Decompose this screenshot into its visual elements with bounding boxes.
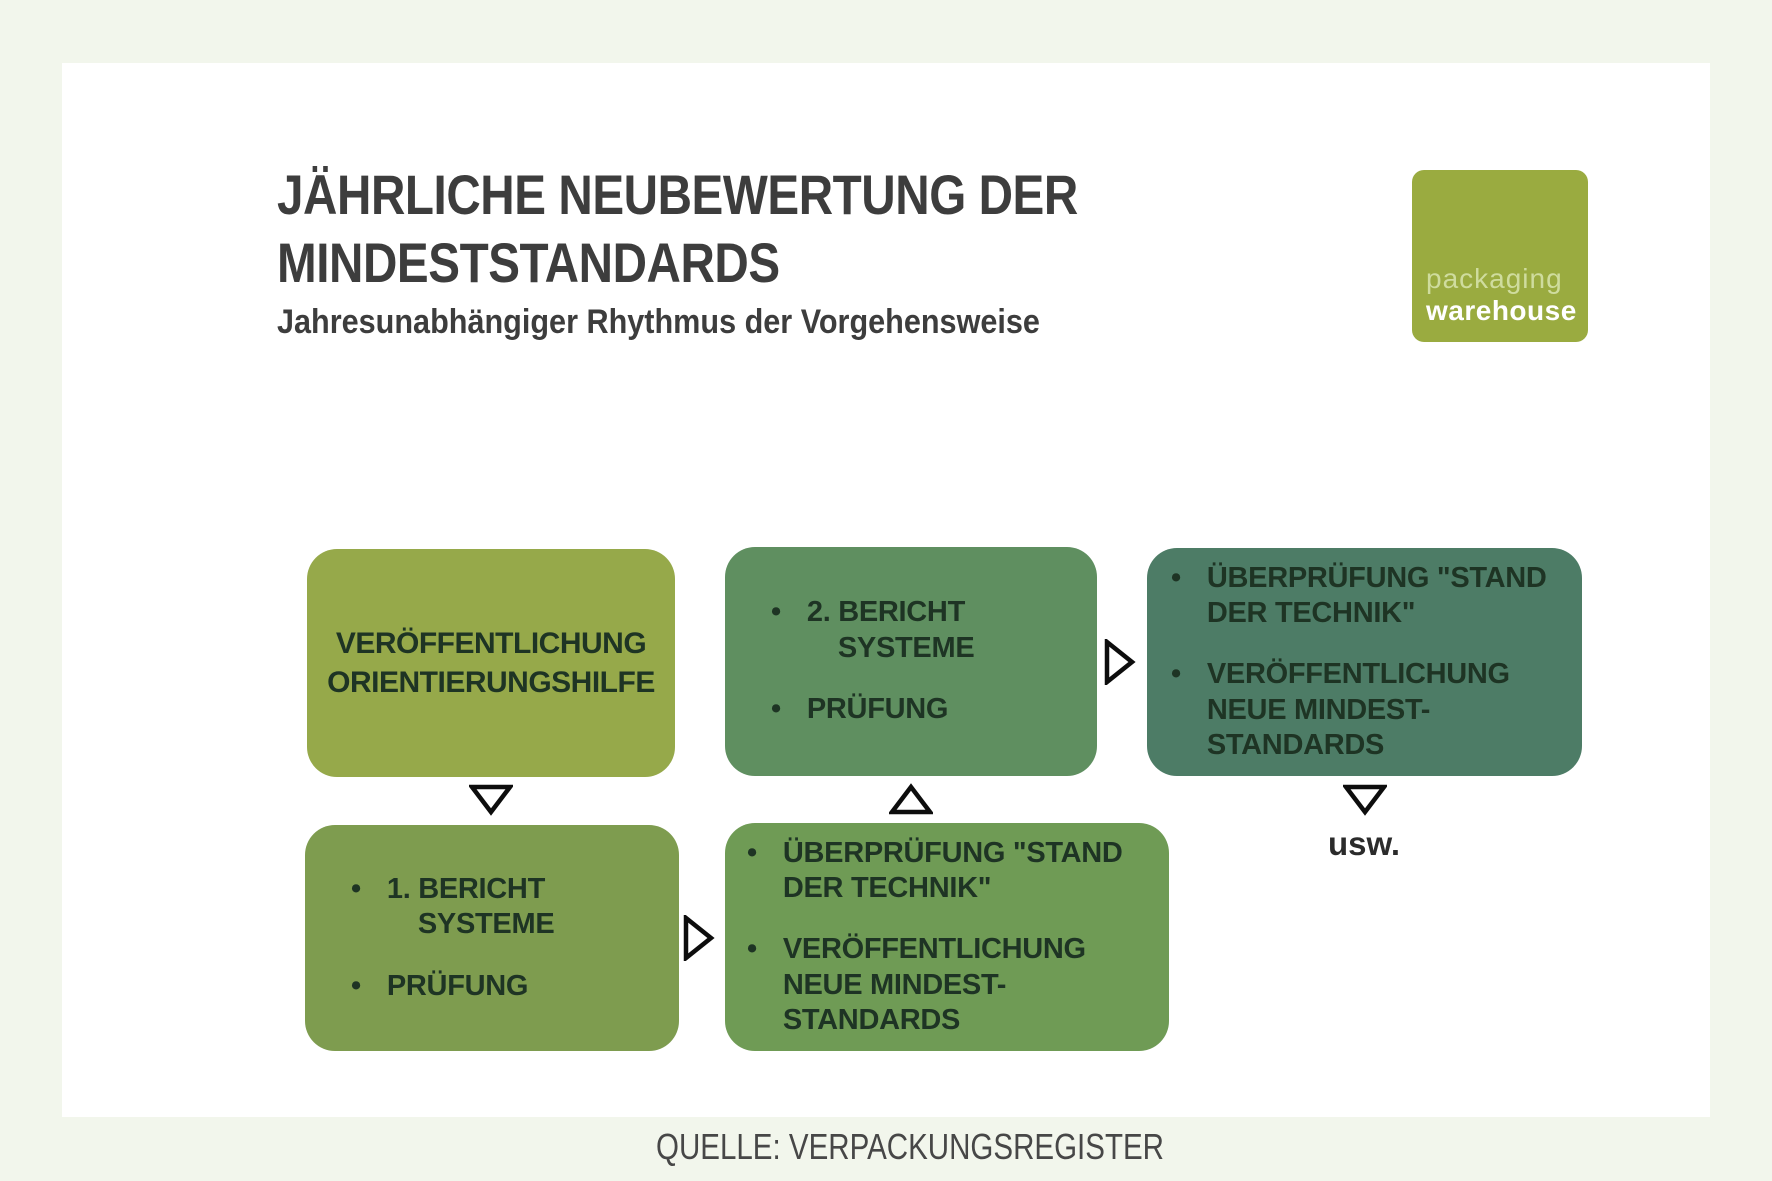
bullet-list: • 1. BERICHT SYSTEME • PRÜFUNG [351,872,555,1004]
arrow-right-icon [683,915,715,961]
bullet-item: • PRÜFUNG [771,692,974,727]
arrow-up-icon [889,783,933,815]
bullet-list: • 2. BERICHT SYSTEME • PRÜFUNG [771,595,975,727]
bullet-icon: • [351,969,361,1002]
etc-label: usw. [1327,825,1401,862]
logo-text-packaging: packaging [1426,263,1563,295]
page-subtitle: Jahresunabhängiger Rhythmus der Vorgehen… [277,303,1040,341]
arrow-down-icon [1343,784,1387,816]
bullet-text: 1. BERICHT SYSTEME [386,872,555,941]
bullet-icon: • [771,596,781,629]
bullet-item: • ÜBERPRÜFUNG "STAND DER TECHNIK" [747,836,1123,907]
source-label: QUELLE: VERPACKUNGSREGISTER [656,1126,1164,1167]
bullet-icon: • [771,693,781,726]
bullet-list: • ÜBERPRÜFUNG "STAND DER TECHNIK" • VERÖ… [747,836,1123,1039]
bullet-icon: • [747,933,757,966]
bullet-item: • 1. BERICHT SYSTEME [351,872,555,943]
bullet-text: PRÜFUNG [806,693,949,726]
bullet-item: • VERÖFFENTLICHUNG NEUE MINDEST- STANDAR… [1171,657,1547,763]
bullet-item: • 2. BERICHT SYSTEME [771,595,975,666]
bullet-text: ÜBERPRÜFUNG "STAND DER TECHNIK" [782,836,1123,904]
bullet-item: • PRÜFUNG [351,969,554,1004]
box-veroeffentlichung-orientierungshilfe: VERÖFFENTLICHUNG ORIENTIERUNGSHILFE [307,549,675,777]
bullet-item: • VERÖFFENTLICHUNG NEUE MINDEST- STANDAR… [747,932,1123,1038]
bullet-text: VERÖFFENTLICHUNG NEUE MINDEST- STANDARDS [1206,658,1510,762]
bullet-icon: • [1171,658,1181,691]
bullet-text: 2. BERICHT SYSTEME [806,596,975,664]
box-ueberpruefung-stand-der-technik-1: • ÜBERPRÜFUNG "STAND DER TECHNIK" • VERÖ… [725,823,1169,1051]
bullet-icon: • [747,836,757,869]
page-title-line1: JÄHRLICHE NEUBEWERTUNG DER [277,163,1078,226]
logo-text-warehouse: warehouse [1426,294,1577,326]
bullet-text: ÜBERPRÜFUNG "STAND DER TECHNIK" [1206,561,1547,629]
bullet-text: VERÖFFENTLICHUNG NEUE MINDEST- STANDARDS [782,933,1086,1037]
content-card: JÄHRLICHE NEUBEWERTUNG DER MINDESTSTANDA… [62,63,1710,1167]
page-title: JÄHRLICHE NEUBEWERTUNG DER MINDESTSTANDA… [277,161,1078,298]
box-text: VERÖFFENTLICHUNG ORIENTIERUNGSHILFE [327,627,655,699]
arrow-right-icon [1104,639,1136,685]
arrow-down-icon [469,784,513,816]
bullet-icon: • [1171,561,1181,594]
bullet-text: PRÜFUNG [386,969,529,1002]
bullet-item: • ÜBERPRÜFUNG "STAND DER TECHNIK" [1171,561,1547,632]
page-title-line2: MINDESTSTANDARDS [277,231,780,295]
bullet-list: • ÜBERPRÜFUNG "STAND DER TECHNIK" • VERÖ… [1171,561,1547,764]
bullet-icon: • [351,872,361,905]
box-bericht-1-systeme: • 1. BERICHT SYSTEME • PRÜFUNG [305,825,679,1051]
packaging-warehouse-logo: packaging warehouse [1412,170,1588,342]
box-ueberpruefung-stand-der-technik-2: • ÜBERPRÜFUNG "STAND DER TECHNIK" • VERÖ… [1147,548,1582,776]
box-bericht-2-systeme: • 2. BERICHT SYSTEME • PRÜFUNG [725,547,1097,776]
